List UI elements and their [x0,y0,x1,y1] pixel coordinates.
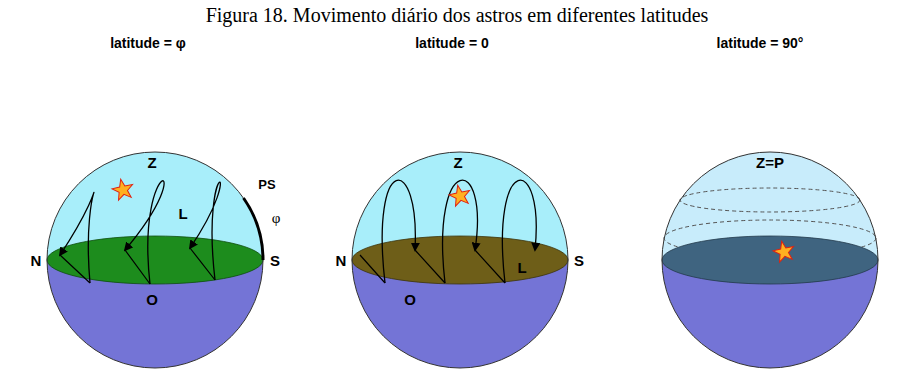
west-label: O [404,292,416,309]
diurnal-path [190,182,220,280]
sphere-outline [47,152,263,368]
panel-heading: latitude = 90° [717,36,804,51]
sphere-latitude-ninety [662,152,878,368]
star-symbol [110,177,135,201]
east-label: L [517,260,526,277]
diurnal-circle [680,188,860,212]
sphere-latitude-zero [352,152,568,368]
north-label: N [336,253,347,270]
diurnal-path [382,180,415,283]
diurnal-path [502,180,536,283]
horizon-plane [662,236,878,284]
diurnal-path [60,192,94,283]
east-label: L [178,206,187,223]
sphere-outline [662,152,878,368]
star-symbol [771,239,796,263]
hidden-path [360,250,505,283]
panel-heading: latitude = φ [110,36,186,51]
star-symbol [447,183,472,207]
sphere-latitude-phi [47,152,263,368]
latitude-symbol: φ [272,210,281,227]
horizon-plane [47,236,263,284]
latitude-arc [244,198,264,260]
sphere-outline [352,152,568,368]
hidden-path [60,248,215,284]
zenith-label: Z [453,155,462,172]
zenith-label: Z [147,155,156,172]
west-label: O [146,292,158,309]
pole-label: PS [258,178,275,192]
panel-heading: latitude = 0 [415,36,489,51]
south-label: S [574,253,584,270]
zenith-pole-label: Z=P [756,155,784,172]
figure-title: Figura 18. Movimento diário dos astros e… [206,4,709,26]
north-label: N [31,253,42,270]
south-label: S [270,253,280,270]
diurnal-path [443,180,478,283]
